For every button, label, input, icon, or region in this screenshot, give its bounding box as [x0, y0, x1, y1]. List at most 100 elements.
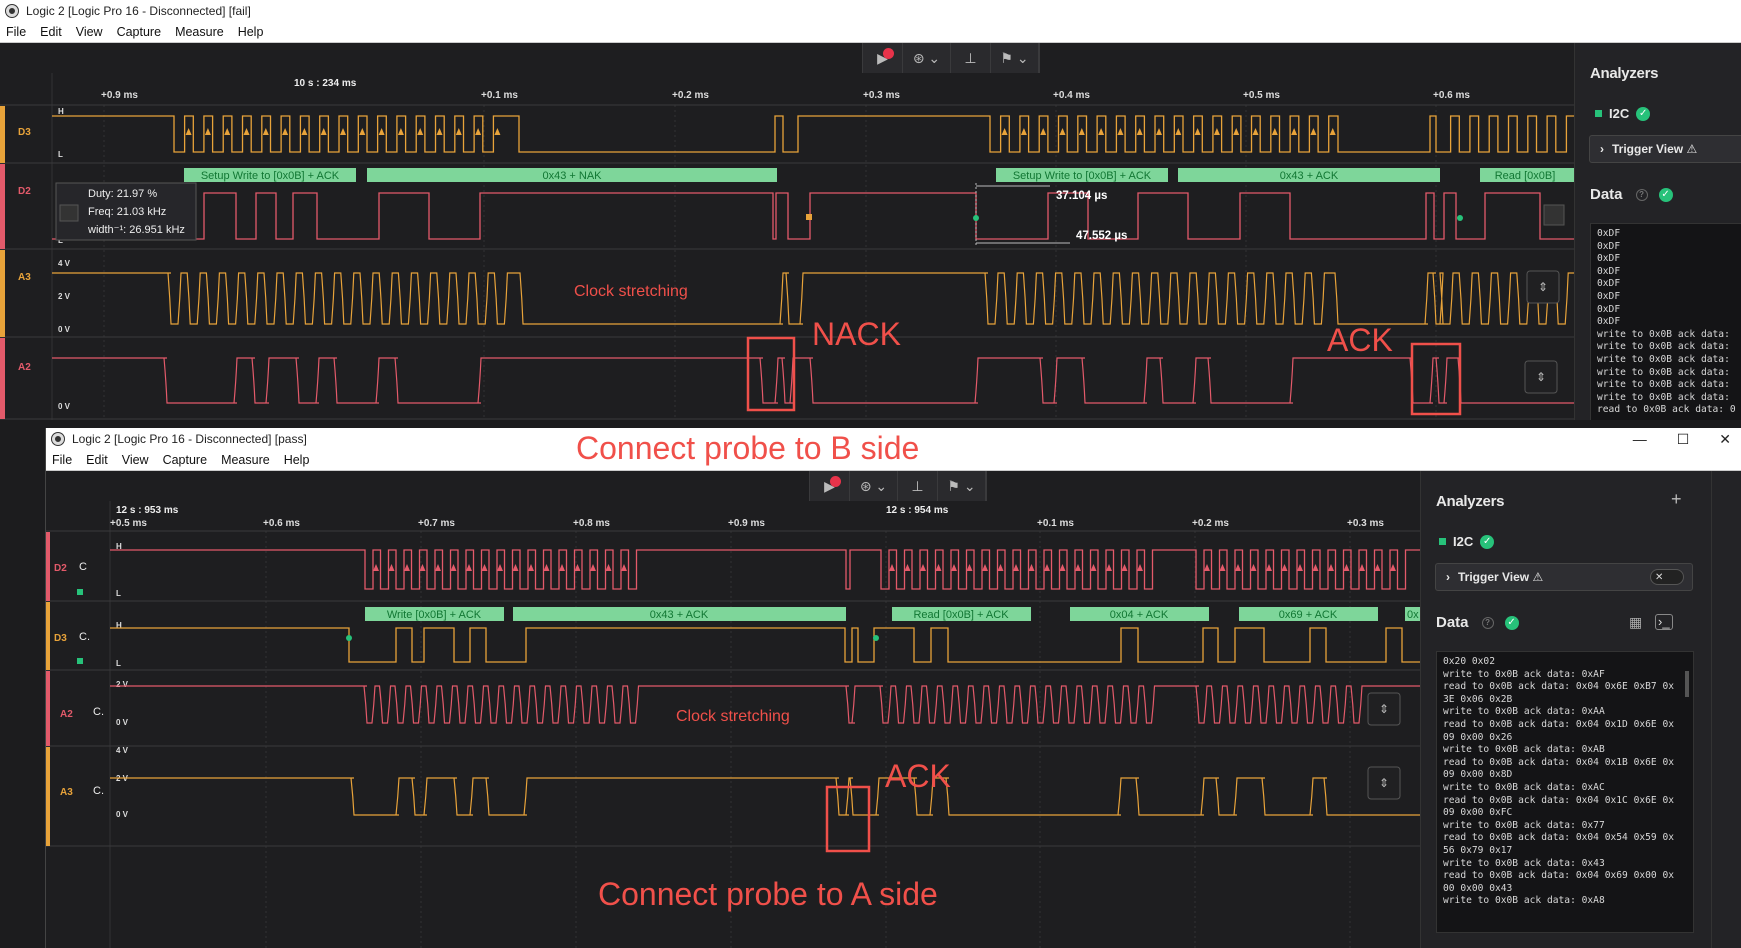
decoder-frame[interactable]: Write [0x0B] + ACK: [387, 609, 482, 621]
data-row[interactable]: 0x20 0x02: [1443, 656, 1495, 667]
data-row[interactable]: 56 0x79 0x17: [1443, 844, 1513, 856]
maximize-icon[interactable]: ☐: [1676, 430, 1690, 447]
decoder-frame[interactable]: 0x43 + ACK: [1280, 170, 1339, 182]
data-row[interactable]: read to 0x0B ack data: 0x04 0x1B 0x6E 0x: [1443, 756, 1675, 768]
data-row[interactable]: 0xDF: [1597, 228, 1621, 239]
a2-scale-button[interactable]: [1524, 360, 1558, 394]
data-row[interactable]: 0xDF: [1597, 316, 1621, 328]
time-tick: +0.2 ms: [672, 90, 709, 101]
decoder-frame[interactable]: Read [0x0B] + ACK: [913, 609, 1009, 621]
waveform-area[interactable]: 10 s : 234 ms +0.9 ms +0.1 ms +0.2 ms +0…: [0, 73, 1574, 420]
data-row[interactable]: read to 0x0B ack data: 0x04 0x6E 0xB7 0x: [1443, 681, 1675, 693]
waveform-area[interactable]: 12 s : 953 ms 12 s : 954 ms +0.5 ms +0.6…: [46, 501, 1420, 948]
table-view-icon[interactable]: ▦: [1629, 614, 1643, 630]
menu-file[interactable]: File: [52, 453, 73, 467]
analyzer-name: I2C: [1453, 534, 1474, 549]
analyzer-i2c[interactable]: I2C✓: [1439, 534, 1495, 549]
data-row[interactable]: write to 0x0B ack data:: [1597, 353, 1730, 365]
data-row[interactable]: write to 0x0B ack data:: [1597, 341, 1730, 353]
data-scrollbar[interactable]: [1685, 671, 1689, 697]
trigger-view-toggle[interactable]: ›Trigger View ⚠: [1589, 135, 1741, 163]
data-row[interactable]: 09 0x00 0xFC: [1443, 807, 1513, 819]
data-row[interactable]: read to 0x0B ack data: 0x04 0x54 0x59 0x: [1443, 832, 1675, 844]
menu-file[interactable]: File: [6, 25, 27, 39]
level-low: L: [58, 150, 63, 159]
data-row[interactable]: 0xDF: [1597, 253, 1621, 265]
help-icon[interactable]: ?: [1635, 188, 1648, 201]
data-row[interactable]: 0xDF: [1597, 303, 1621, 315]
analyzer-name: I2C: [1609, 106, 1630, 121]
status-square-icon: [1439, 538, 1446, 545]
data-row[interactable]: write to 0x0B ack data: 0x77: [1443, 819, 1605, 831]
data-row[interactable]: 0xDF: [1597, 240, 1621, 252]
minimize-icon[interactable]: —: [1632, 431, 1647, 447]
close-icon[interactable]: ✕: [1719, 430, 1731, 447]
menu-edit[interactable]: Edit: [40, 25, 62, 39]
time-tick: +0.7 ms: [418, 518, 455, 529]
data-row[interactable]: read to 0x0B ack data: 0x04 0x69 0x00 0x: [1443, 870, 1675, 882]
menu-measure[interactable]: Measure: [221, 453, 270, 467]
marker-button[interactable]: ⚑ ⌄: [938, 471, 986, 501]
data-row[interactable]: 09 0x00 0x8D: [1443, 769, 1513, 781]
data-row[interactable]: write to 0x0B ack data:: [1597, 379, 1730, 391]
data-row[interactable]: write to 0x0B ack data:: [1597, 366, 1730, 378]
a3-scale-button[interactable]: [1526, 270, 1560, 304]
data-row[interactable]: read to 0x0B ack data: 0x04 0x1D 0x6E 0x: [1443, 718, 1675, 730]
a2-scale-button[interactable]: [1367, 692, 1401, 726]
data-row[interactable]: 0xDF: [1597, 265, 1621, 277]
d2-side-tool-icon[interactable]: [1543, 204, 1565, 226]
menu-help[interactable]: Help: [237, 25, 264, 39]
menu-measure[interactable]: Measure: [175, 25, 224, 39]
menu-capture[interactable]: Capture: [162, 453, 208, 467]
trigger-view-toggle[interactable]: ›Trigger View ⚠ ✕: [1435, 563, 1693, 591]
help-icon[interactable]: ?: [1481, 616, 1494, 629]
data-row[interactable]: 09 0x00 0x26: [1443, 731, 1513, 743]
decoder-frame[interactable]: 0x04 + ACK: [1110, 609, 1169, 621]
data-row[interactable]: write to 0x0B ack data: 0xAB: [1443, 744, 1605, 756]
terminal-view-icon[interactable]: ›_: [1655, 614, 1673, 630]
data-row[interactable]: read to 0x0B ack data: 0: [1597, 404, 1736, 416]
trigger-toggle-switch[interactable]: ✕: [1650, 569, 1684, 585]
analyzer-i2c[interactable]: I2C✓: [1595, 106, 1651, 121]
decoder-frame[interactable]: Setup Write to [0x0B] + ACK: [1013, 170, 1152, 182]
decoder-frame[interactable]: 0x43 + NAK: [542, 170, 602, 182]
data-row[interactable]: write to 0x0B ack data: 0xA8: [1443, 895, 1605, 907]
measure-tool-icon[interactable]: [59, 204, 79, 222]
marker-button[interactable]: ⚑ ⌄: [991, 43, 1039, 73]
data-row[interactable]: 0xDF: [1597, 278, 1621, 290]
decoder-frame[interactable]: Read [0x0B]: [1495, 170, 1556, 182]
decoder-frame[interactable]: 0x: [1407, 609, 1419, 621]
start-capture-button[interactable]: ▶: [863, 43, 903, 73]
add-analyzer-icon[interactable]: +: [1671, 489, 1682, 509]
data-row[interactable]: write to 0x0B ack data: 0x43: [1443, 857, 1605, 869]
data-row[interactable]: write to 0x0B ack data:: [1597, 391, 1730, 403]
data-row[interactable]: write to 0x0B ack data: 0xAA: [1443, 706, 1605, 718]
data-row[interactable]: write to 0x0B ack data: 0xAF: [1443, 668, 1605, 680]
data-row[interactable]: 00 0x00 0x43: [1443, 882, 1513, 894]
data-row[interactable]: write to 0x0B ack data: 0xAC: [1443, 781, 1605, 793]
trigger-settings-button[interactable]: ⊛ ⌄: [850, 471, 898, 501]
menu-edit[interactable]: Edit: [86, 453, 108, 467]
a3-scale-button[interactable]: [1367, 766, 1401, 800]
menu-view[interactable]: View: [121, 453, 149, 467]
menu-capture[interactable]: Capture: [116, 25, 162, 39]
measure-button[interactable]: ⊥: [951, 43, 991, 73]
data-row[interactable]: read to 0x0B ack data: 0x04 0x1C 0x6E 0x: [1443, 794, 1675, 806]
data-row[interactable]: 3E 0x06 0x2B: [1443, 693, 1513, 705]
decoder-frame[interactable]: Setup Write to [0x0B] + ACK: [201, 170, 340, 182]
marker-period-label: 47.552 µs: [1076, 230, 1127, 242]
decoder-frame[interactable]: 0x43 + ACK: [650, 609, 709, 621]
trigger-settings-button[interactable]: ⊛ ⌄: [903, 43, 951, 73]
data-row[interactable]: 0xDF: [1597, 290, 1621, 302]
start-capture-button[interactable]: ▶: [810, 471, 850, 501]
measure-duty: Duty: 21.97 %: [88, 188, 157, 200]
measure-button[interactable]: ⊥: [898, 471, 938, 501]
menu-view[interactable]: View: [75, 25, 103, 39]
decoder-frame[interactable]: 0x69 + ACK: [1279, 609, 1338, 621]
channel-label-a3: A3: [18, 272, 31, 283]
data-row[interactable]: write to 0x0B ack data:: [1597, 328, 1730, 340]
menu-help[interactable]: Help: [283, 453, 310, 467]
time-tick: +0.9 ms: [101, 90, 138, 101]
